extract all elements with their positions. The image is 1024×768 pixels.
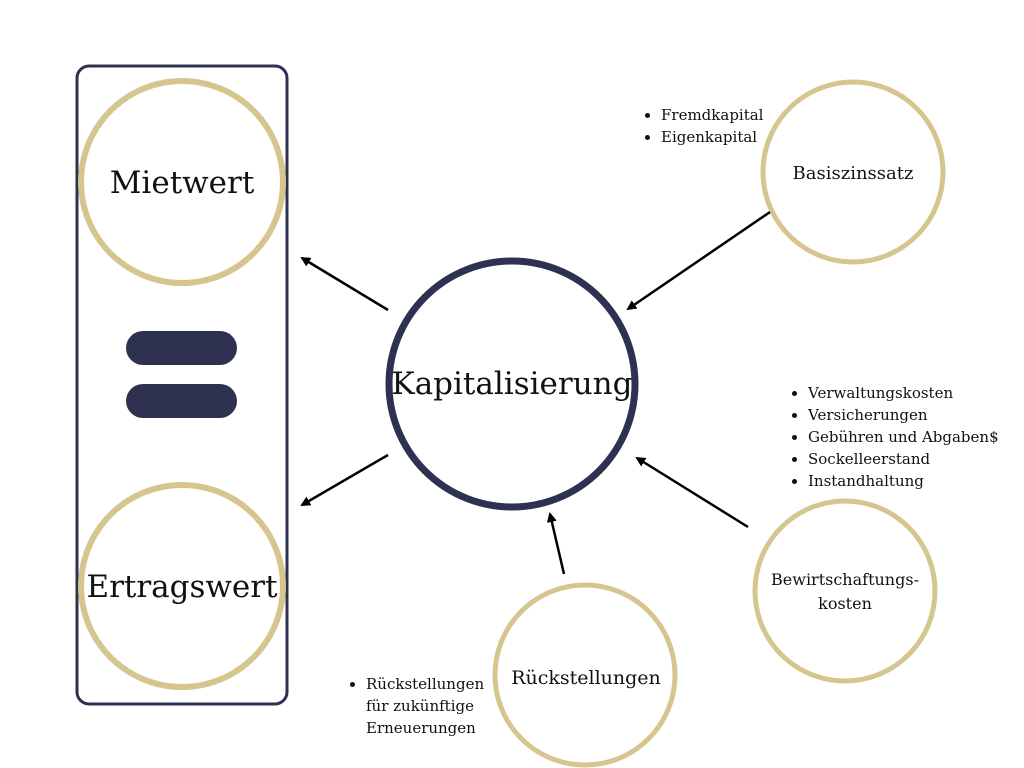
rueckstellungen-label: Rückstellungen xyxy=(511,667,661,689)
bewirtschaftungskosten-bullet-item: Verwaltungskosten xyxy=(808,382,1013,404)
equals-icon-top-bar xyxy=(126,331,237,365)
mietwert-label: Mietwert xyxy=(109,165,255,201)
arrow-from-basiszinssatz xyxy=(626,210,771,311)
bewirtschaftungskosten-bullet-item: Instandhaltung xyxy=(808,470,1013,492)
ertragswert-label: Ertragswert xyxy=(86,569,278,605)
arrow-to-ertragswert xyxy=(300,453,389,507)
equals-icon-bottom-bar xyxy=(126,384,237,418)
bewirtschaftungskosten-label-line-1: Bewirtschaftungs- xyxy=(771,570,919,589)
bewirtschaftungskosten-bullet-list: Verwaltungskosten Versicherungen Gebühre… xyxy=(788,382,1013,492)
basiszinssatz-bullet-item: Fremdkapital xyxy=(661,104,801,126)
bewirtschaftungskosten-bullet-item: Versicherungen xyxy=(808,404,1013,426)
bewirtschaftungskosten-bullet-item: Gebühren und Abgaben$ xyxy=(808,426,1013,448)
arrow-from-rueckstellungen xyxy=(546,512,566,575)
basiszinssatz-bullet-list: Fremdkapital Eigenkapital xyxy=(641,104,801,148)
basiszinssatz-label: Basiszinssatz xyxy=(792,162,914,184)
kapitalisierung-circle xyxy=(385,257,639,511)
rueckstellungen-circle xyxy=(492,582,678,768)
bewirtschaftungskosten-bullet-item: Sockelleerstand xyxy=(808,448,1013,470)
result-container xyxy=(75,64,289,706)
bewirtschaftungskosten-circle xyxy=(752,498,938,684)
arrow-from-bewirtschaftungskosten xyxy=(635,456,749,529)
mietwert-circle xyxy=(78,78,286,286)
rueckstellungen-bullet-list: Rückstellungen für zukünftige Erneuerung… xyxy=(346,673,486,739)
basiszinssatz-bullet-item: Eigenkapital xyxy=(661,126,801,148)
bewirtschaftungskosten-label: Bewirtschaftungs- kosten xyxy=(755,568,935,616)
basiszinssatz-circle xyxy=(760,79,946,265)
kapitalisierung-label: Kapitalisierung xyxy=(391,366,633,402)
ertragswert-circle xyxy=(78,482,286,690)
rueckstellungen-bullet-item: Rückstellungen für zukünftige Erneuerung… xyxy=(366,673,486,739)
bewirtschaftungskosten-label-line-2: kosten xyxy=(818,594,872,613)
arrow-to-mietwert xyxy=(300,256,389,312)
